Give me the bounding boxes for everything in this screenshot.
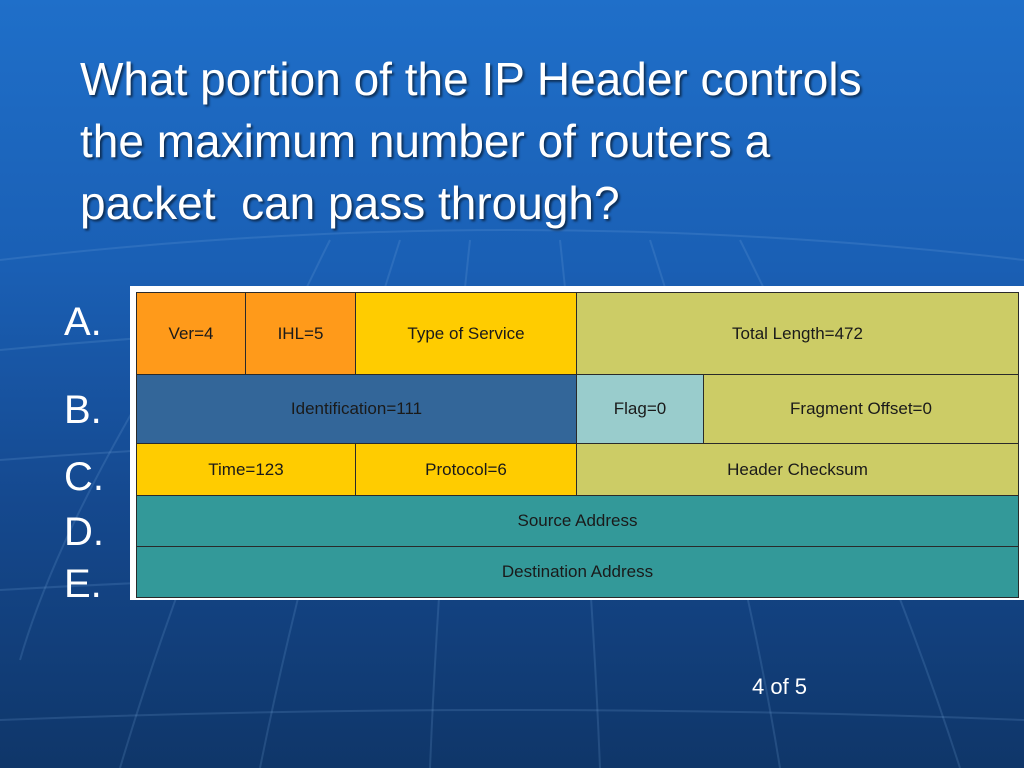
page-indicator: 4 of 5: [752, 674, 808, 699]
slide-title: What portion of the IP Header controls t…: [80, 48, 980, 234]
type-of-service-field: Type of Service: [355, 292, 577, 375]
destination-address-field: Destination Address: [136, 546, 1019, 598]
answer-option-b[interactable]: B.: [64, 388, 102, 432]
total-length-field: Total Length=472: [576, 292, 1019, 375]
identification-field: Identification=111: [136, 374, 577, 444]
time-to-live-field: Time=123: [136, 443, 356, 496]
fragment-offset-field: Fragment Offset=0: [703, 374, 1019, 444]
source-address-field: Source Address: [136, 495, 1019, 547]
answer-option-e[interactable]: E.: [64, 562, 102, 606]
answer-option-a[interactable]: A.: [64, 300, 102, 344]
title-line: packet can pass through?: [80, 177, 620, 229]
answer-option-d[interactable]: D.: [64, 510, 104, 554]
flag-field: Flag=0: [576, 374, 704, 444]
protocol-field: Protocol=6: [355, 443, 577, 496]
header-checksum-field: Header Checksum: [576, 443, 1019, 496]
answer-option-c[interactable]: C.: [64, 455, 104, 499]
ip-header-diagram: Ver=4 IHL=5 Type of Service Total Length…: [130, 286, 1024, 600]
title-line: What portion of the IP Header controls: [80, 53, 862, 105]
ihl-field: IHL=5: [245, 292, 356, 375]
ver-field: Ver=4: [136, 292, 246, 375]
title-line: the maximum number of routers a: [80, 115, 771, 167]
